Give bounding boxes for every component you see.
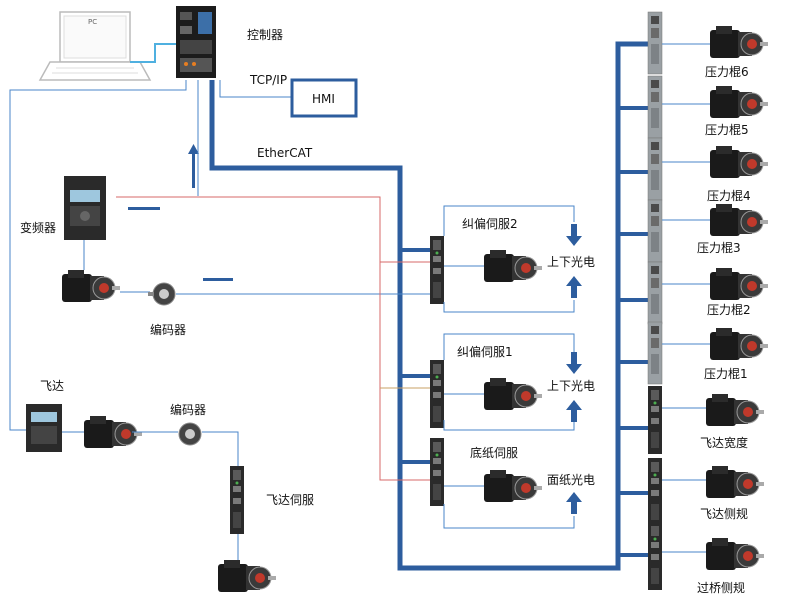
feida-servo-label: 飞达伺服 [266, 493, 314, 507]
bridge-sideguide-motor [705, 537, 765, 571]
inverter-device [64, 176, 106, 240]
hmi-box [290, 78, 358, 118]
controller-device [176, 6, 216, 78]
pc-laptop-icon [38, 11, 152, 81]
ethercat-bus [209, 41, 648, 571]
hmi-label: HMI [312, 92, 335, 106]
middle-bus-branches [400, 248, 430, 464]
right-drive-1 [647, 11, 663, 75]
right-drive-8 [648, 458, 662, 526]
encoder-2-icon [178, 422, 202, 446]
right-label-1: 压力棍5 [705, 123, 749, 137]
pressure-roller-6-motor [709, 25, 769, 59]
pressure-roller-3-motor [709, 203, 769, 237]
right-label-7: 飞达侧规 [700, 506, 748, 521]
right-label-3: 压力棍3 [697, 241, 741, 255]
pc-label: PC [88, 18, 97, 26]
feida-servo-motor [217, 559, 277, 593]
encoder-feida-servo-wire [202, 431, 239, 466]
right-drive-3 [647, 137, 663, 201]
middle-drive-motor-wires [444, 265, 484, 487]
jiupian1-label: 纠偏伺服1 [457, 344, 513, 359]
pressure-roller-4-motor [709, 145, 769, 179]
inverter-label: 变频器 [20, 220, 56, 235]
encoder-1-icon [148, 282, 176, 306]
inverter-signal-arrow-icon [128, 207, 160, 210]
sensor-arrow-icon-4 [566, 400, 582, 422]
left-loop-wire [9, 80, 187, 431]
jiupian1-motor [483, 377, 543, 411]
inverter-red-wires [116, 196, 430, 481]
right-label-8: 过桥侧规 [697, 580, 745, 595]
sensor-arrow-icon-3 [566, 352, 582, 374]
feida-label: 飞达 [40, 379, 64, 393]
pressure-roller-2-motor [709, 267, 769, 301]
sensor-arrow-icon-1 [566, 224, 582, 246]
dizhi-drive [430, 438, 444, 506]
right-bus-branches [618, 106, 648, 557]
sensor-arrow-icon-2 [566, 276, 582, 298]
pressure-roller-1-motor [709, 327, 769, 361]
encoder-1-label: 编码器 [150, 322, 186, 337]
dizhi-label: 底纸伺服 [470, 445, 518, 460]
jiupian2-label: 纠偏伺服2 [462, 216, 518, 231]
sensor-arrow-icon-5 [566, 492, 582, 514]
feida-servo-drive [230, 466, 244, 534]
right-label-6: 飞达宽度 [700, 435, 748, 450]
right-drive-9 [648, 522, 662, 590]
right-label-4: 压力棍2 [707, 303, 751, 317]
right-drive-motor-wires [662, 43, 710, 553]
right-drive-4 [647, 199, 663, 263]
signal-arrow-right-icon [203, 278, 233, 281]
tcpip-label: TCP/IP [249, 73, 287, 87]
right-label-2: 压力棍4 [707, 189, 751, 203]
jiupian1-drive [430, 360, 444, 428]
feida-sideguide-motor [705, 465, 765, 499]
right-drive-5 [647, 261, 663, 325]
dizhi-motor [483, 469, 543, 503]
jiupian2-drive [430, 236, 444, 304]
jiupian2-motor [483, 249, 543, 283]
sensor-loop-wires [443, 205, 575, 529]
pressure-roller-5-motor [709, 85, 769, 119]
right-drive-2 [647, 75, 663, 139]
inverter-motor [61, 269, 121, 303]
right-drive-6 [647, 321, 663, 385]
controller-up-arrow-icon [188, 144, 199, 188]
sensor-a-label: 上下光电 [547, 255, 595, 269]
encoder-2-label: 编码器 [170, 402, 206, 417]
tcpip-wire [219, 80, 292, 98]
right-label-5: 压力棍1 [704, 367, 748, 381]
sensor-c-label: 面纸光电 [547, 473, 595, 487]
pc-link-wire [130, 43, 178, 63]
sensor-b-label: 上下光电 [547, 379, 595, 393]
feida-width-motor [705, 393, 765, 427]
ethercat-label: EtherCAT [257, 146, 313, 160]
right-label-0: 压力棍6 [705, 65, 749, 79]
feida-drive [26, 404, 62, 452]
right-drive-7 [648, 386, 662, 454]
controller-label: 控制器 [247, 28, 283, 42]
